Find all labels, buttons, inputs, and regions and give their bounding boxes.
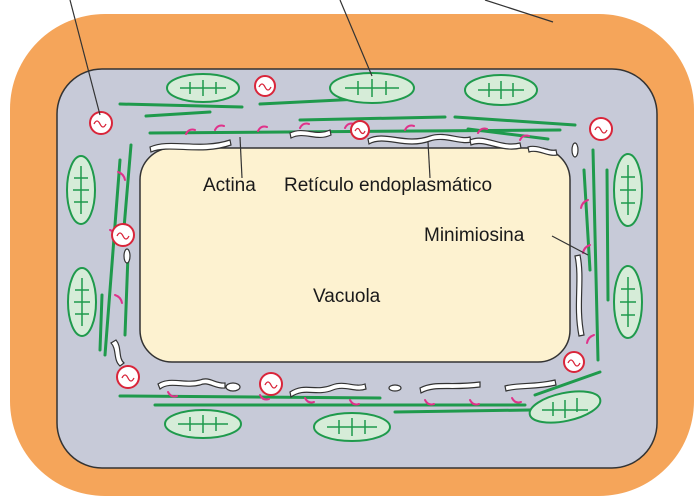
chloroplast [614, 266, 642, 338]
chloroplast [165, 410, 241, 438]
mitochondrion [255, 76, 275, 96]
chloroplast [314, 413, 390, 441]
mitochondrion [564, 352, 584, 372]
er-vesicle [572, 143, 578, 157]
mitochondrion [112, 224, 134, 246]
label-endoplasmic-reticulum: Retículo endoplasmático [284, 175, 492, 196]
mitochondrion [351, 121, 369, 139]
er-vesicle [226, 383, 240, 391]
mitochondrion [590, 118, 612, 140]
chloroplast [68, 268, 96, 336]
chloroplast [465, 75, 537, 105]
chloroplast [67, 156, 95, 224]
er-vesicle [389, 385, 401, 391]
chloroplast [167, 74, 239, 102]
chloroplast [614, 154, 642, 226]
er-vesicle [124, 249, 130, 263]
label-actin: Actina [203, 175, 256, 196]
chloroplast [330, 73, 414, 103]
mitochondrion [260, 373, 282, 395]
label-minimyosin: Minimiosina [424, 225, 525, 246]
actin-filament [120, 396, 380, 398]
mitochondrion [90, 112, 112, 134]
actin-filament [100, 295, 102, 350]
actin-filament [607, 170, 608, 300]
mitochondrion [117, 366, 139, 388]
actin-filament [395, 410, 530, 412]
label-vacuole: Vacuola [313, 286, 381, 307]
